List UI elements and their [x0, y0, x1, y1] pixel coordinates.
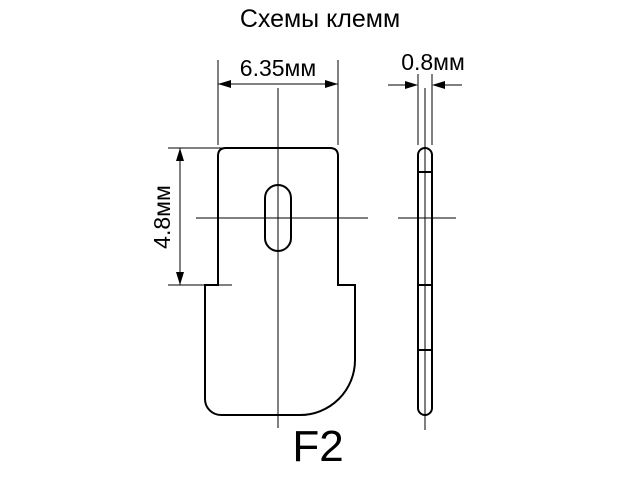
side-view — [398, 88, 456, 430]
height-arrow-top — [176, 148, 184, 161]
front-view — [196, 88, 368, 428]
height-dimension: 4.8мм — [149, 147, 232, 286]
width-dimension: 6.35мм — [217, 55, 339, 145]
height-arrow-bottom — [176, 272, 184, 285]
thickness-dimension-label: 0.8мм — [401, 49, 465, 75]
height-dimension-label: 4.8мм — [149, 185, 175, 249]
width-arrow-left — [218, 80, 231, 88]
thickness-arrow-right — [432, 81, 445, 89]
thickness-arrow-left — [405, 81, 418, 89]
front-view-outline — [204, 147, 356, 416]
thickness-dimension: 0.8мм — [388, 49, 465, 145]
width-arrow-right — [325, 80, 338, 88]
terminal-type-label: F2 — [292, 422, 343, 471]
width-dimension-label: 6.35мм — [240, 55, 316, 81]
diagram-title: Схемы клемм — [240, 5, 400, 33]
